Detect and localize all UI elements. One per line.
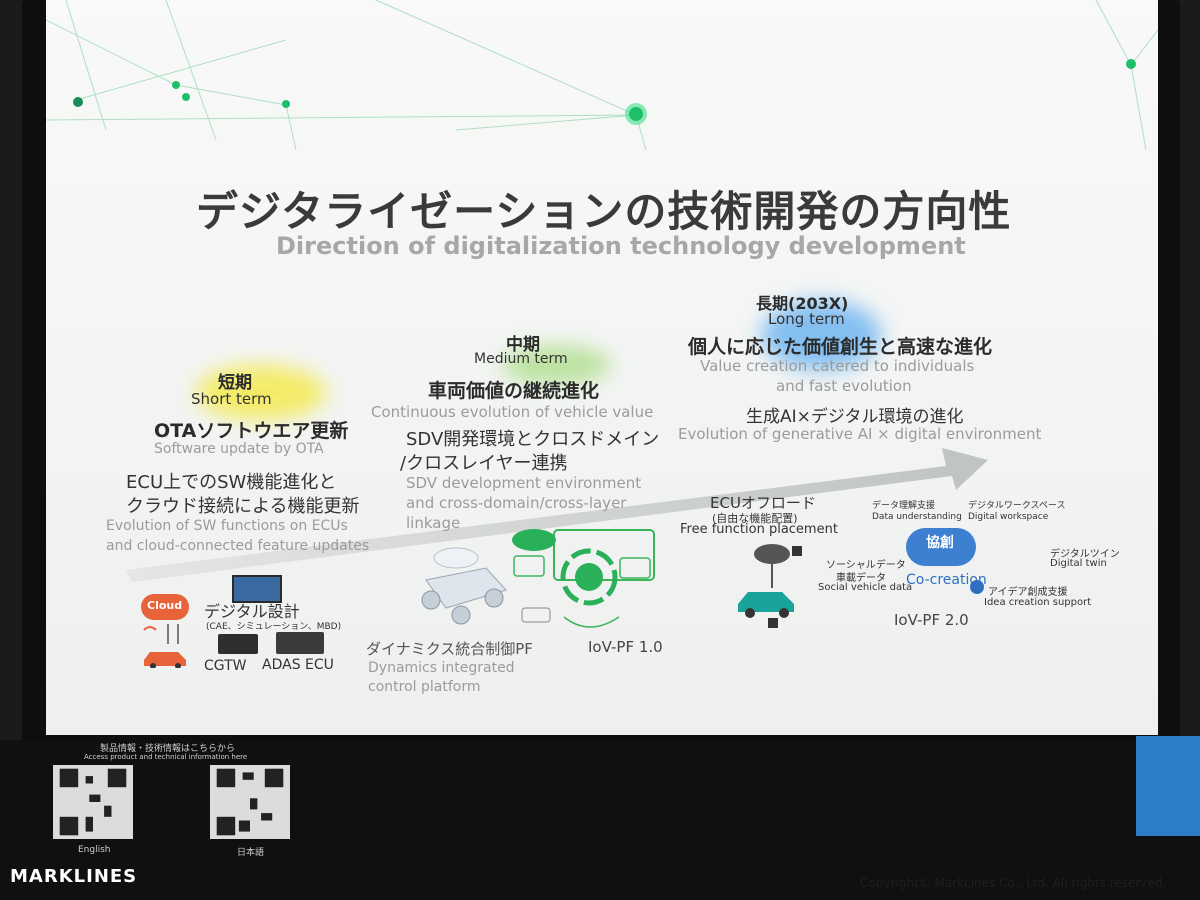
- ecu-offload-en: Free function placement: [680, 522, 838, 537]
- workspace-jp: デジタルワークスペース: [968, 501, 1066, 511]
- qr-english-icon: [59, 768, 127, 836]
- medium-term-body-en-2: and cross-domain/cross-layer: [406, 494, 627, 512]
- right-blue-panel: [1136, 736, 1200, 836]
- progress-arrow: [126, 448, 988, 582]
- short-term-label-en: Short term: [191, 390, 272, 408]
- dynamics-label-en-2: control platform: [368, 679, 481, 695]
- digital-twin-jp: デジタルツイン: [1050, 549, 1120, 560]
- qr-japanese-icon: [216, 768, 284, 836]
- copyright-watermark: Copyright© MarkLines Co., Ltd. All right…: [860, 876, 1167, 890]
- adas-device-icon: [276, 632, 324, 654]
- ecu-offload-jp: ECUオフロード: [710, 494, 816, 512]
- design-label-jp: デジタル設計: [204, 602, 300, 621]
- cloud-label: Cloud: [147, 599, 183, 612]
- cocreation-en: Co-creation: [906, 572, 987, 588]
- digital-twin-en: Digital twin: [1050, 558, 1107, 569]
- engineering-loop-diagram: [512, 529, 655, 628]
- slide-screen: デジタライゼーションの技術開発の方向性 Direction of digital…: [46, 0, 1158, 735]
- vehicle-chassis-icon: [421, 547, 507, 625]
- cocreation-jp: 協創: [926, 535, 954, 551]
- medium-term-body-jp-2: /クロスレイヤー連携: [400, 453, 568, 474]
- short-term-body-en-2: and cloud-connected feature updates: [106, 538, 370, 554]
- car-teal-icon: [738, 544, 802, 628]
- dynamics-label-en-1: Dynamics integrated: [368, 660, 515, 676]
- idea-support-en: Idea creation support: [984, 597, 1092, 608]
- brand-watermark: MARKLINES: [10, 866, 138, 887]
- iov-pf2-label: IoV-PF 2.0: [894, 611, 969, 629]
- qr-english-label: English: [78, 845, 111, 855]
- medium-term-body-jp-1: SDV開発環境とクロスドメイン: [406, 429, 660, 450]
- cloud-icon: [141, 594, 189, 620]
- short-term-body-jp-2: クラウド接続による機能更新: [126, 496, 360, 517]
- idea-support-jp: アイデア創成支援: [988, 587, 1068, 598]
- design-monitor-icon: [232, 575, 282, 603]
- medium-term-heading-en: Continuous evolution of vehicle value: [371, 403, 654, 421]
- iov-pf1-label: IoV-PF 1.0: [588, 638, 663, 656]
- social-data-en: Social vehicle data: [818, 582, 913, 593]
- ecu-offload-sub: (自由な機能配置): [712, 512, 798, 525]
- qr-code-english[interactable]: [53, 765, 133, 839]
- medium-term-label-jp: 中期: [506, 335, 540, 355]
- short-term-body-en-1: Evolution of SW functions on ECUs: [106, 518, 348, 534]
- network-graphic: [46, 0, 1158, 150]
- short-term-heading-jp: OTAソフトウエア更新: [154, 420, 349, 442]
- medium-term-body-en-1: SDV development environment: [406, 474, 642, 492]
- data-understanding-jp: データ理解支援: [872, 501, 936, 511]
- qr-info-en: Access product and technical information…: [84, 753, 248, 761]
- medium-term-label-en: Medium term: [474, 351, 568, 367]
- long-term-heading-en-2: and fast evolution: [776, 377, 912, 395]
- data-understanding-en: Data understanding: [872, 512, 962, 522]
- long-term-body-en: Evolution of generative AI × digital env…: [678, 425, 1042, 443]
- qr-info-jp: 製品情報・技術情報はこちらから: [100, 744, 236, 754]
- medium-term-body-en-3: linkage: [406, 514, 461, 532]
- dynamics-label-jp: ダイナミクス統合制御PF: [366, 640, 533, 658]
- long-term-label-en: Long term: [768, 310, 845, 328]
- slide-title-jp: デジタライゼーションの技術開発の方向性: [196, 187, 1012, 236]
- long-term-label-jp: 長期(203X): [756, 294, 849, 313]
- long-term-heading-jp: 個人に応じた価値創生と高速な進化: [688, 336, 993, 358]
- short-term-body-jp-1: ECU上でのSW機能進化と: [126, 472, 337, 493]
- slide-title-en: Direction of digitalization technology d…: [276, 232, 966, 260]
- long-term-body-jp: 生成AI×デジタル環境の進化: [746, 407, 964, 427]
- display-stand: [0, 740, 1200, 900]
- short-term-label-jp: 短期: [218, 373, 252, 393]
- design-sub: (CAE、シミュレーション、MBD): [206, 622, 342, 632]
- cocreation-cloud-icon: [906, 528, 976, 566]
- short-term-heading-en: Software update by OTA: [154, 441, 324, 457]
- long-term-glow: [761, 300, 881, 370]
- workspace-en: Digital workspace: [968, 512, 1049, 522]
- idea-bulb-icon: [970, 580, 984, 594]
- cgtw-device-icon: [218, 634, 258, 654]
- cgtw-label: CGTW: [204, 658, 247, 674]
- adas-label: ADAS ECU: [262, 657, 334, 673]
- medium-term-heading-jp: 車両価値の継続進化: [428, 380, 600, 402]
- medium-term-glow: [501, 345, 611, 385]
- long-term-heading-en-1: Value creation catered to individuals: [700, 357, 975, 375]
- qr-japanese-label: 日本語: [237, 848, 265, 858]
- car-red-icon: [143, 624, 186, 668]
- social-data-jp-1: ソーシャルデータ: [826, 560, 906, 571]
- qr-code-japanese[interactable]: [210, 765, 290, 839]
- short-term-glow: [196, 365, 326, 420]
- social-data-jp-2: 車載データ: [836, 573, 886, 584]
